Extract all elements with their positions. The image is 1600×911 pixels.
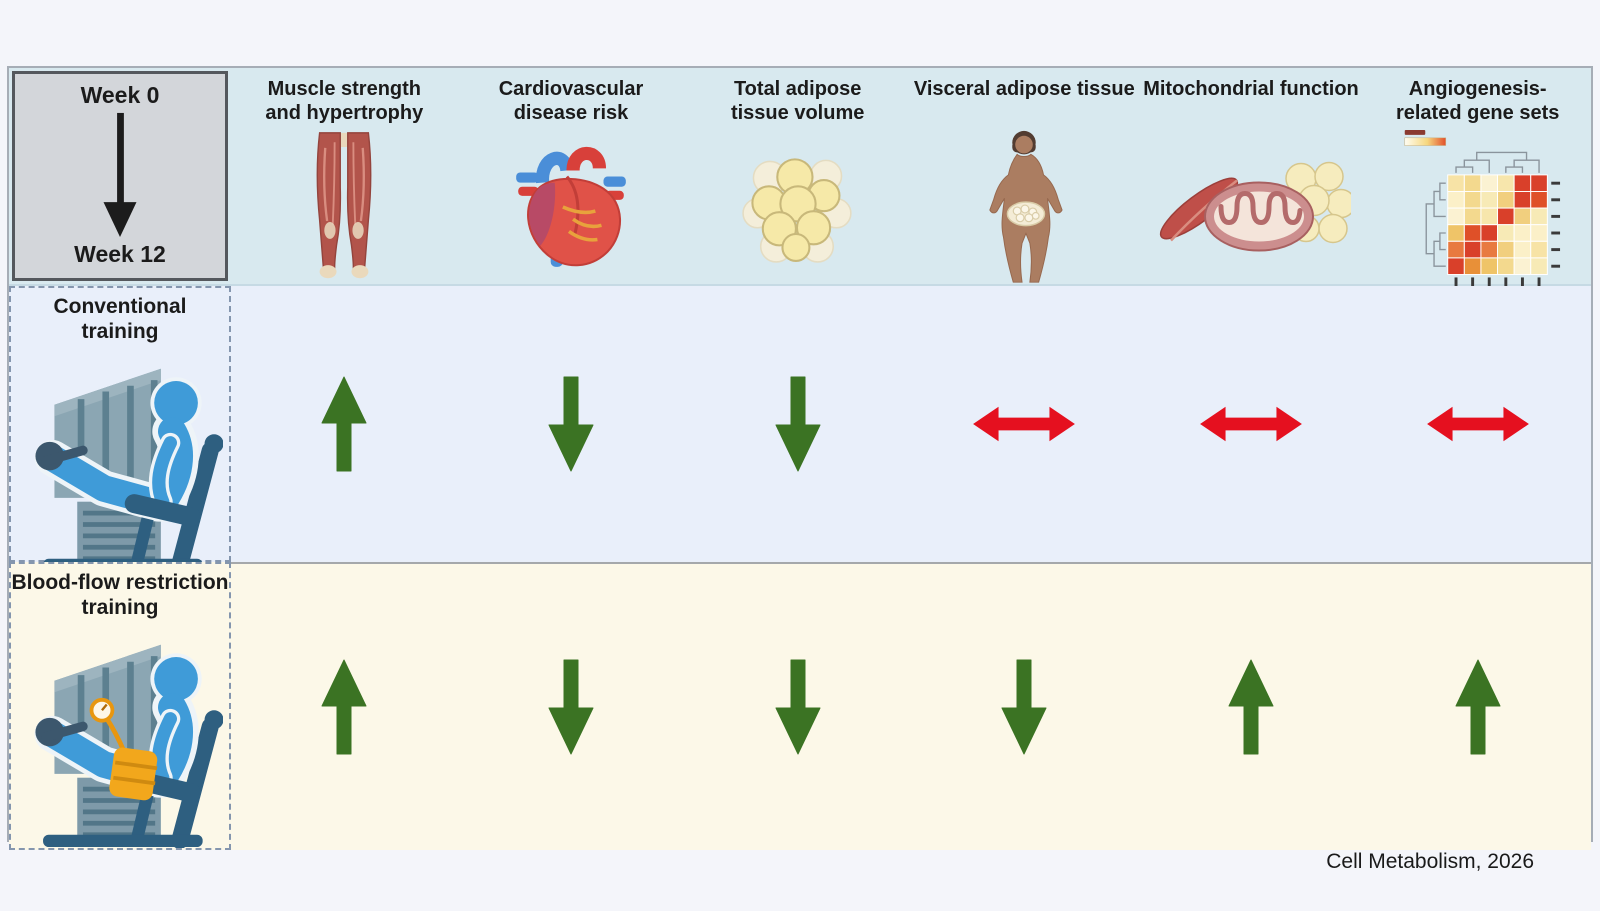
result-cell-conventional-visceral <box>911 286 1138 562</box>
row-label: Conventional training <box>53 295 187 344</box>
result-cell-bfr-mitochondrial <box>1137 562 1365 851</box>
column-header-mitochondrial: Mitochondrial function <box>1137 68 1365 286</box>
decrease-arrow-icon <box>548 376 594 472</box>
column-label: Visceral adipose tissue <box>913 78 1135 100</box>
summary-table: Week 0 Week 12 Muscle strength and hyper… <box>7 66 1593 851</box>
decrease-arrow-icon <box>1001 659 1047 755</box>
row-header-conventional-training: Conventional training <box>9 286 231 573</box>
no-change-arrow-icon <box>973 406 1076 442</box>
increase-arrow-icon <box>1228 659 1274 755</box>
decrease-arrow-icon <box>548 659 594 755</box>
decrease-arrow-icon <box>775 376 821 472</box>
citation: Cell Metabolism, 2026 <box>1326 850 1534 873</box>
result-cell-bfr-total-adipose <box>684 562 911 851</box>
decrease-arrow-icon <box>775 659 821 755</box>
result-cell-conventional-mitochondrial <box>1137 286 1365 562</box>
column-label: Muscle strength and hypertrophy <box>265 78 424 124</box>
increase-arrow-icon <box>321 376 367 472</box>
column-header-visceral-adipose: Visceral adipose tissue <box>911 68 1138 286</box>
result-cell-bfr-visceral <box>911 562 1138 851</box>
column-header-angiogenesis: Angiogenesis- related gene sets <box>1364 68 1591 288</box>
column-dendrogram <box>1454 151 1540 173</box>
heatmap-grid <box>1446 174 1548 275</box>
heart-icon <box>516 146 626 267</box>
result-cell-conventional-angiogenesis <box>1364 286 1591 562</box>
result-cell-bfr-cvd <box>457 562 685 851</box>
week-end-label: Week 12 <box>74 241 166 267</box>
heatmap-column-ticks <box>1454 277 1541 288</box>
bfr-cuff-icon <box>89 698 158 801</box>
result-cell-conventional-muscle <box>231 286 458 562</box>
column-label: Cardiovascular disease risk <box>498 78 644 124</box>
row-header-bfr-training: Blood-flow restriction training <box>9 562 231 851</box>
increase-arrow-icon <box>1455 659 1501 755</box>
body-visceral-fat-icon <box>989 130 1063 283</box>
color-key-label <box>1404 129 1425 135</box>
adipose-tissue-icon <box>741 158 852 263</box>
timeline-down-arrow-icon <box>103 112 137 238</box>
row-dendrogram <box>1425 182 1446 267</box>
column-header-cardiovascular: Cardiovascular disease risk <box>457 68 685 286</box>
no-change-arrow-icon <box>1426 406 1529 442</box>
column-label: Total adipose tissue volume <box>730 78 865 124</box>
leg-extension-machine-icon <box>34 369 223 573</box>
column-label: Mitochondrial function <box>1143 78 1359 100</box>
increase-arrow-icon <box>321 659 367 755</box>
no-change-arrow-icon <box>1200 406 1302 442</box>
leg-muscles-icon <box>316 132 372 279</box>
result-cell-bfr-muscle <box>231 562 458 851</box>
row-label: Blood-flow restriction training <box>11 571 229 620</box>
result-cell-bfr-angiogenesis <box>1364 562 1591 851</box>
column-header-muscle-strength: Muscle strength and hypertrophy <box>231 68 458 286</box>
gene-heatmap-icon <box>1404 129 1560 288</box>
bfr-leg-extension-machine-icon <box>34 645 223 849</box>
column-label: Angiogenesis- related gene sets <box>1395 78 1560 124</box>
mitochondrion-icon <box>1159 161 1351 252</box>
heatmap-row-ticks <box>1550 181 1560 268</box>
result-cell-conventional-cvd <box>457 286 685 562</box>
timeline-cell: Week 0 Week 12 <box>9 68 231 286</box>
result-cell-conventional-total-adipose <box>684 286 911 562</box>
week-start-label: Week 0 <box>80 82 160 108</box>
week-timeline-box: Week 0 Week 12 <box>12 71 228 281</box>
column-header-total-adipose: Total adipose tissue volume <box>684 68 911 286</box>
